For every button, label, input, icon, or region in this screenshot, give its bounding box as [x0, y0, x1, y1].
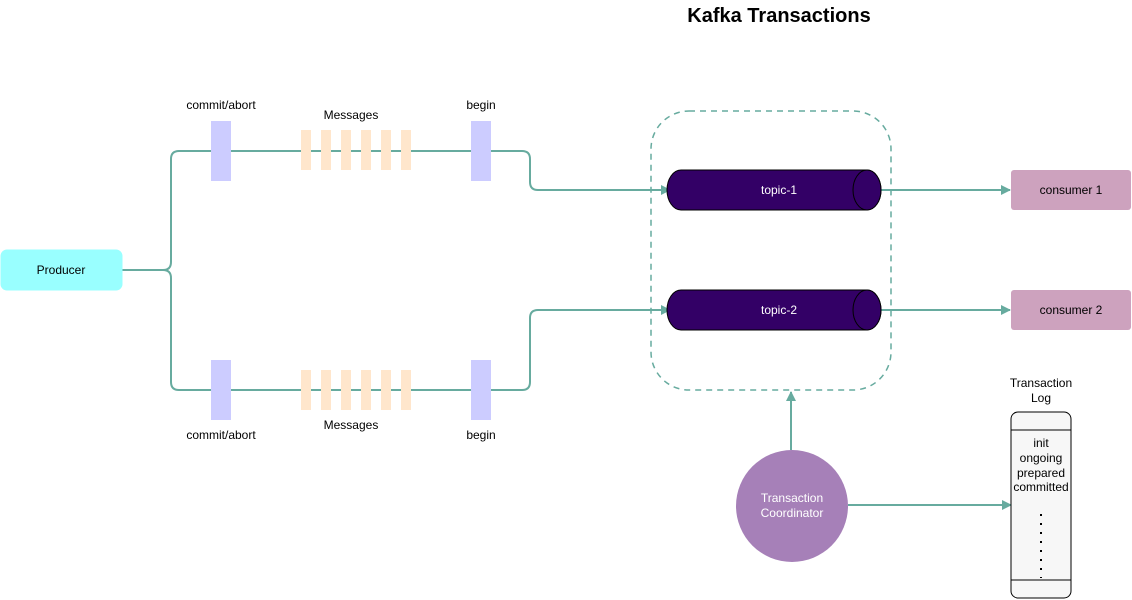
message — [321, 130, 331, 170]
top-messages-label: Messages — [324, 108, 379, 122]
consumer-2-box — [1011, 290, 1131, 330]
message — [341, 370, 351, 410]
top-commit-abort-marker — [211, 121, 231, 181]
bottom-messages-label: Messages — [324, 418, 379, 432]
log-state-ongoing: ongoing — [1020, 451, 1063, 465]
message — [321, 370, 331, 410]
log-state-committed: committed — [1013, 480, 1068, 494]
coordinator-label-line2: Coordinator — [761, 506, 824, 520]
coordinator-label-line1: Transaction — [761, 491, 823, 505]
consumer-1-box — [1011, 170, 1131, 210]
message — [401, 370, 411, 410]
message — [361, 130, 371, 170]
message — [401, 130, 411, 170]
bottom-begin-marker — [471, 360, 491, 420]
bottom-lane-connector — [122, 269, 671, 391]
topic-1-label: topic-1 — [761, 183, 797, 197]
message — [381, 130, 391, 170]
top-lane-connector — [122, 150, 671, 271]
log-state-init: init — [1033, 436, 1049, 450]
transaction-log-container — [1010, 411, 1072, 599]
transaction-boundary — [650, 110, 892, 391]
log-state-prepared: prepared — [1017, 466, 1065, 480]
consumer-2-label: consumer 2 — [1040, 303, 1103, 317]
topic-2-cylinder — [666, 289, 882, 331]
transaction-coordinator-circle — [736, 450, 848, 562]
transaction-log-title-line1: Transaction — [1010, 376, 1072, 390]
producer-label: Producer — [37, 263, 86, 277]
diagram-title: Kafka Transactions — [687, 5, 870, 27]
message — [341, 130, 351, 170]
topic-2-label: topic-2 — [761, 303, 797, 317]
top-begin-label: begin — [466, 98, 495, 112]
transaction-log-title-line2: Log — [1031, 391, 1051, 405]
message — [381, 370, 391, 410]
message — [361, 370, 371, 410]
top-commit-abort-label: commit/abort — [186, 98, 256, 112]
bottom-commit-abort-label: commit/abort — [186, 428, 256, 442]
bottom-begin-label: begin — [466, 428, 495, 442]
bottom-commit-abort-marker — [211, 360, 231, 420]
message — [301, 370, 311, 410]
consumer-1-label: consumer 1 — [1040, 183, 1103, 197]
topic-1-cylinder — [666, 169, 882, 211]
top-begin-marker — [471, 121, 491, 181]
message — [301, 130, 311, 170]
producer-box — [0, 249, 123, 291]
